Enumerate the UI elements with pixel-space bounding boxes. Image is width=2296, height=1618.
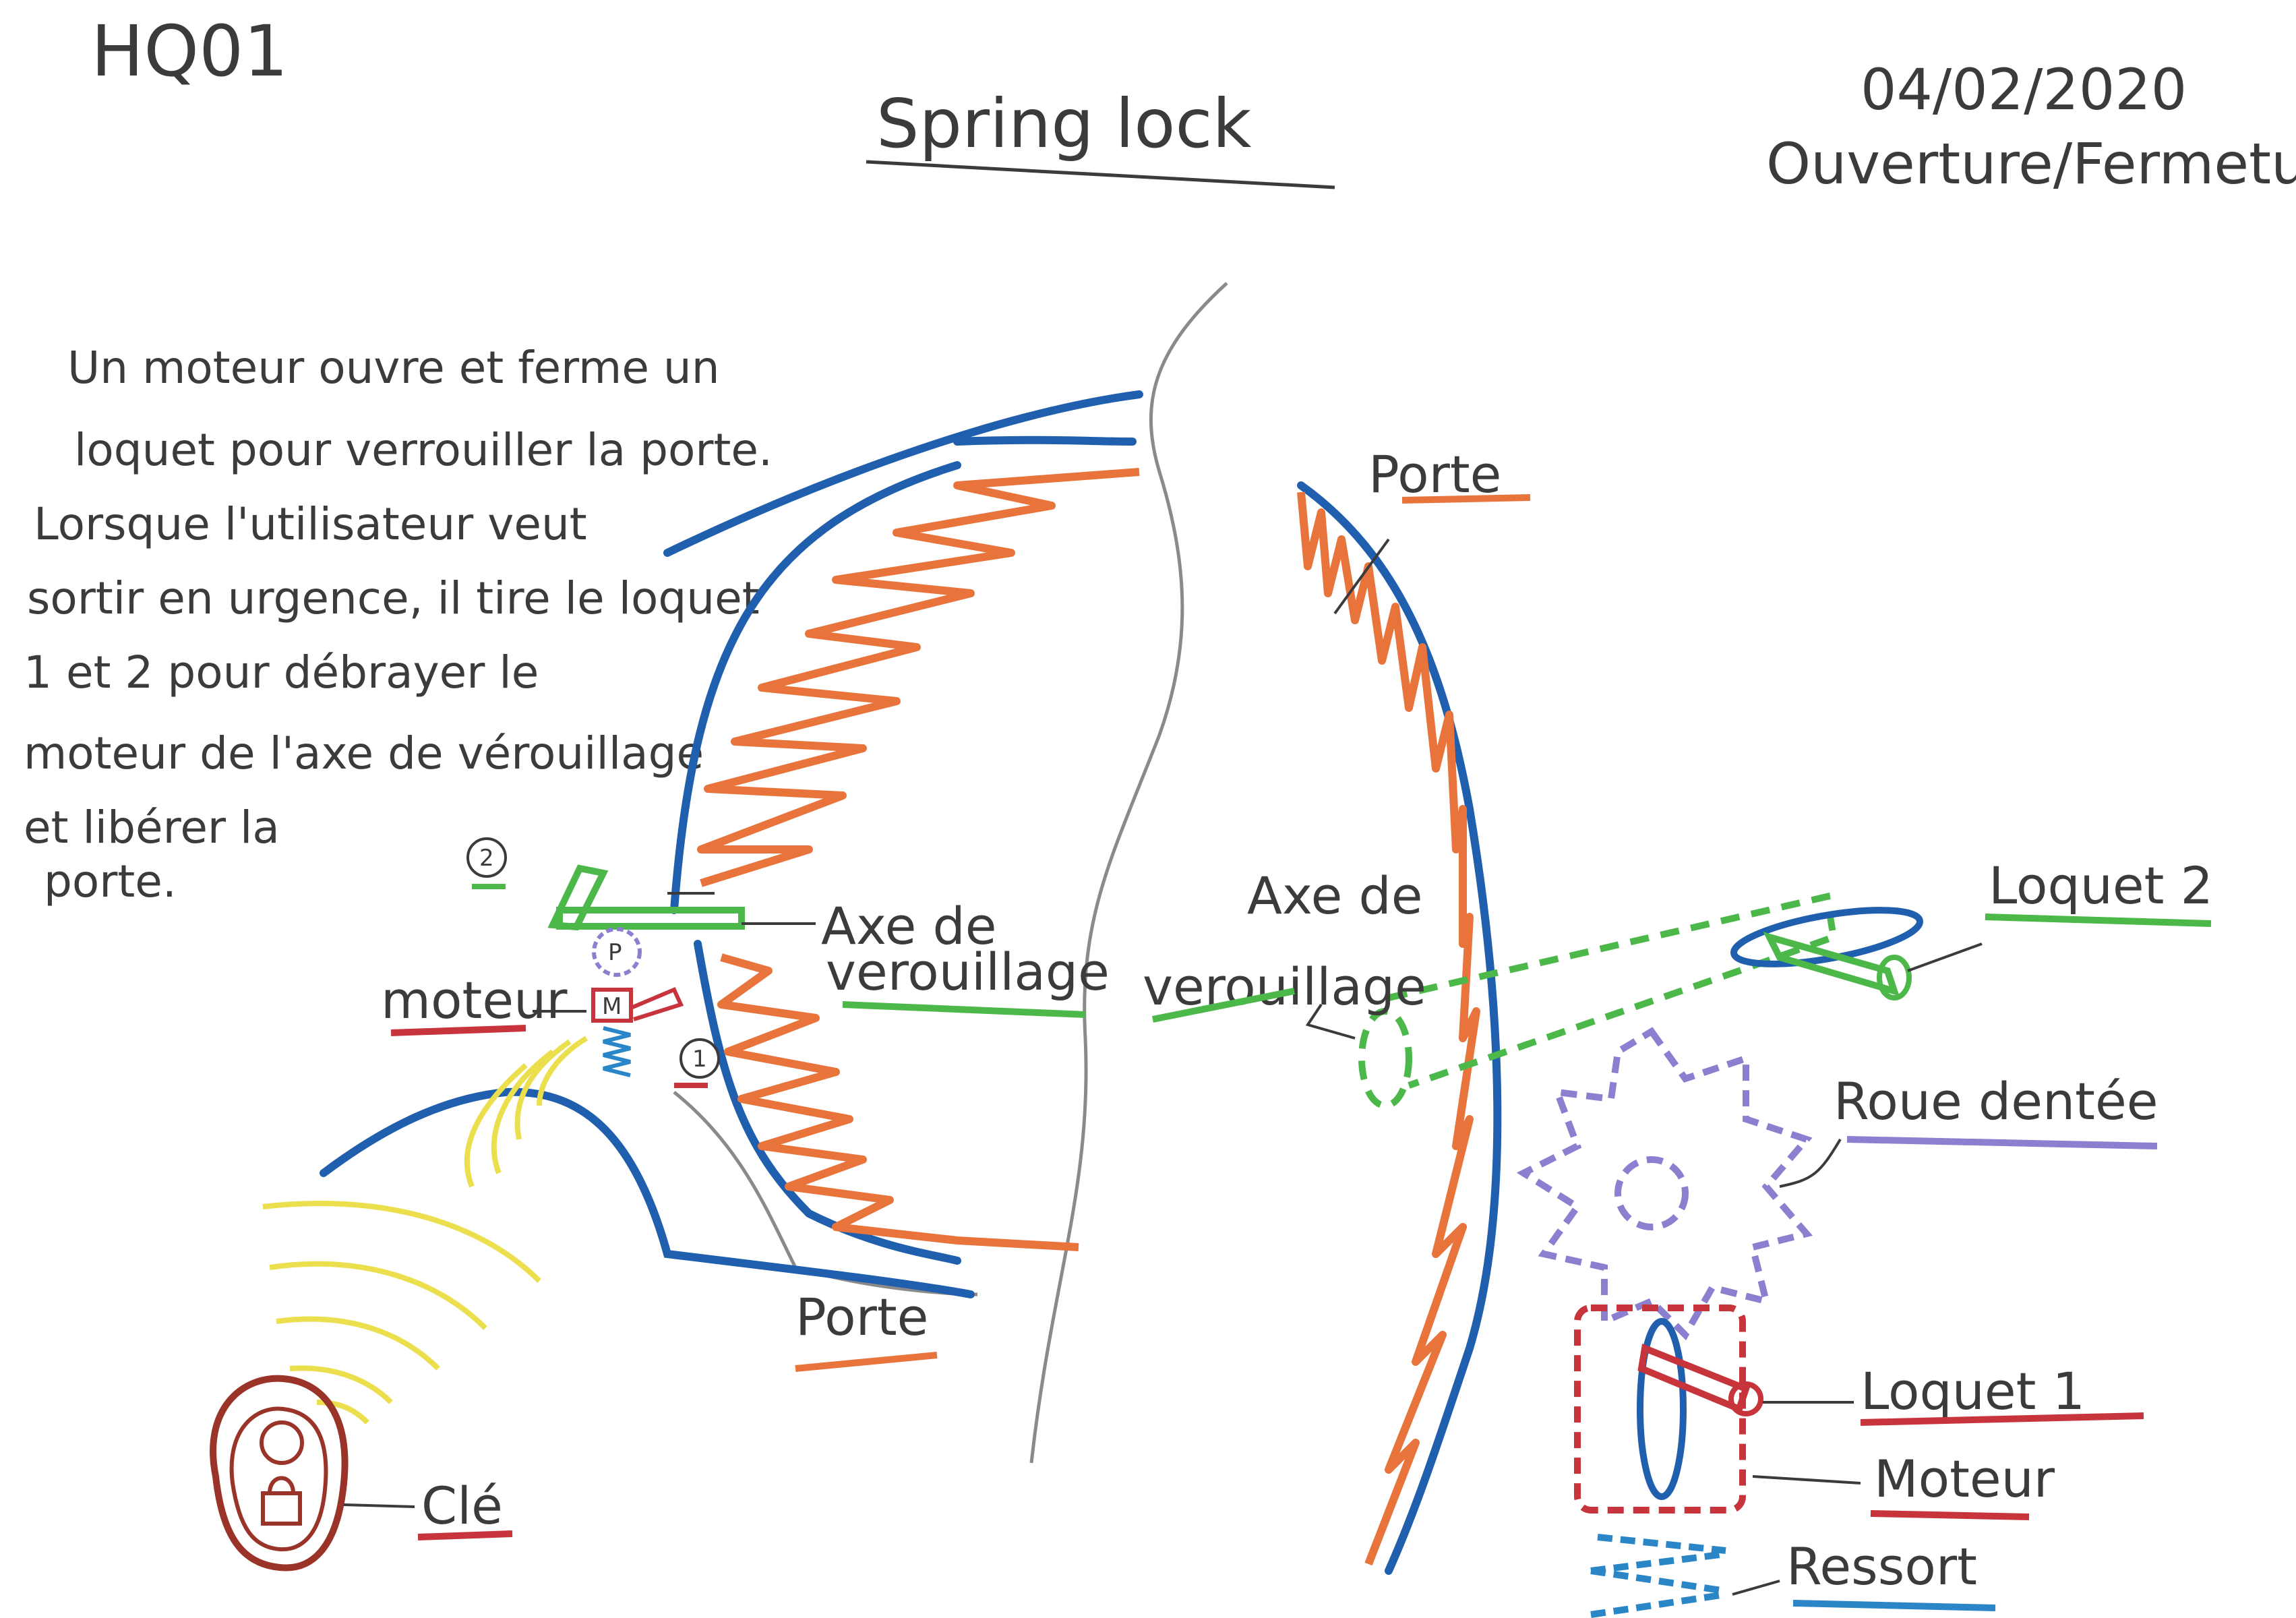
header-subject: Ouverture/Fermeture porte xyxy=(1766,131,2296,197)
label-moteur-left: moteur xyxy=(381,970,568,1030)
description-line: sortir en urgence, il tire le loquet xyxy=(27,572,760,624)
spring xyxy=(1591,1537,1726,1615)
marker-1: 1 xyxy=(692,1046,707,1073)
description-line: loquet pour verrouiller la porte. xyxy=(74,424,773,476)
label-moteur-right: Moteur xyxy=(1874,1449,2055,1509)
description-paragraph: Un moteur ouvre et ferme un loquet pour … xyxy=(24,342,773,907)
gear-wheel xyxy=(1523,1031,1807,1335)
motor xyxy=(1577,1308,1761,1510)
header-date: 04/02/2020 xyxy=(1861,57,2187,123)
label-cle: Clé xyxy=(421,1476,503,1536)
unlock-icon xyxy=(262,1422,302,1463)
description-line: porte. xyxy=(44,856,177,907)
lock-icon xyxy=(263,1493,300,1524)
label-axe-right-1: Axe de xyxy=(1247,866,1423,926)
marker-2: 2 xyxy=(479,845,494,872)
wireless-signal-waves xyxy=(263,1203,539,1422)
label-axe-left-2: verouillage xyxy=(826,942,1110,1002)
marker-p: P xyxy=(608,939,622,966)
label-roue-dentee: Roue dentée xyxy=(1834,1071,2158,1131)
right-door xyxy=(1301,485,1497,1571)
description-line: et libérer la xyxy=(24,802,280,853)
right-locking-axle xyxy=(1362,897,1834,1106)
label-ressort: Ressort xyxy=(1786,1536,1977,1596)
document-code: HQ01 xyxy=(91,10,288,92)
description-line: Un moteur ouvre et ferme un xyxy=(67,342,720,394)
title-underline xyxy=(866,162,1335,187)
label-loquet-2: Loquet 2 xyxy=(1989,856,2213,916)
diagram-title: Spring lock xyxy=(876,84,1251,163)
description-line: 1 et 2 pour débrayer le xyxy=(24,647,539,698)
label-loquet-1: Loquet 1 xyxy=(1861,1361,2085,1421)
description-line: moteur de l'axe de vérouillage xyxy=(24,727,704,779)
label-axe-right-2: verouillage xyxy=(1143,957,1426,1017)
left-locking-axle xyxy=(553,868,816,927)
description-line: Lorsque l'utilisateur veut xyxy=(34,498,587,550)
label-porte-bottom: Porte xyxy=(795,1287,928,1347)
marker-m: M xyxy=(602,993,622,1020)
key-fob xyxy=(213,1379,344,1568)
